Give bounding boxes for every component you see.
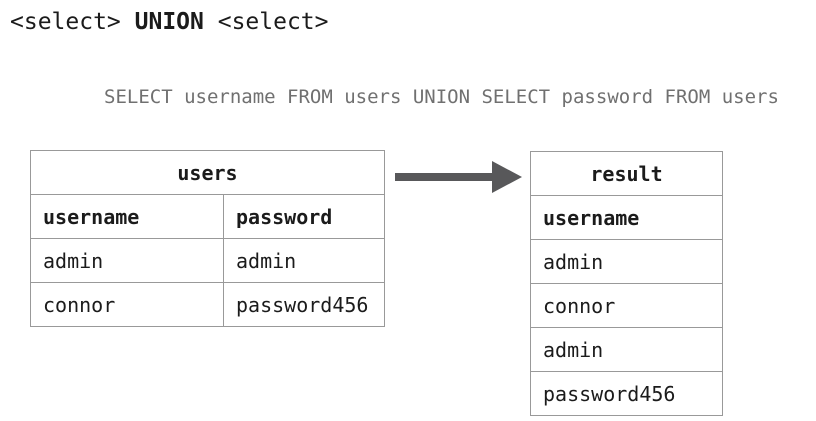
result-cell: admin (530, 327, 723, 372)
users-cell-password: admin (223, 238, 385, 283)
title-union-keyword: UNION (134, 9, 204, 35)
result-cell: admin (530, 239, 723, 284)
sql-query: SELECT username FROM users UNION SELECT … (104, 86, 779, 108)
users-table-header-row: username password (30, 194, 385, 239)
result-column-username: username (530, 195, 723, 240)
table-row: admin (530, 327, 723, 372)
table-row: password456 (530, 371, 723, 416)
page-title: <select> UNION <select> (10, 9, 329, 35)
users-column-password: password (223, 194, 385, 239)
users-table-title-row: users (30, 150, 385, 195)
users-column-username: username (30, 194, 224, 239)
users-cell-password: password456 (223, 282, 385, 327)
users-table-title: users (30, 150, 385, 195)
title-select-left: <select> (10, 9, 121, 35)
users-cell-username: connor (30, 282, 224, 327)
result-table-header-row: username (530, 195, 723, 240)
table-row: connor (530, 283, 723, 328)
right-arrow-icon (395, 161, 522, 193)
table-row: admin admin (30, 238, 385, 283)
users-table: users username password admin admin conn… (30, 150, 385, 327)
table-row: connor password456 (30, 282, 385, 327)
users-cell-username: admin (30, 238, 224, 283)
result-table: result username admin connor admin passw… (530, 151, 723, 416)
result-table-title-row: result (530, 151, 723, 196)
result-cell: password456 (530, 371, 723, 416)
title-select-right: <select> (217, 9, 329, 35)
table-row: admin (530, 239, 723, 284)
result-table-title: result (530, 151, 723, 196)
result-cell: connor (530, 283, 723, 328)
